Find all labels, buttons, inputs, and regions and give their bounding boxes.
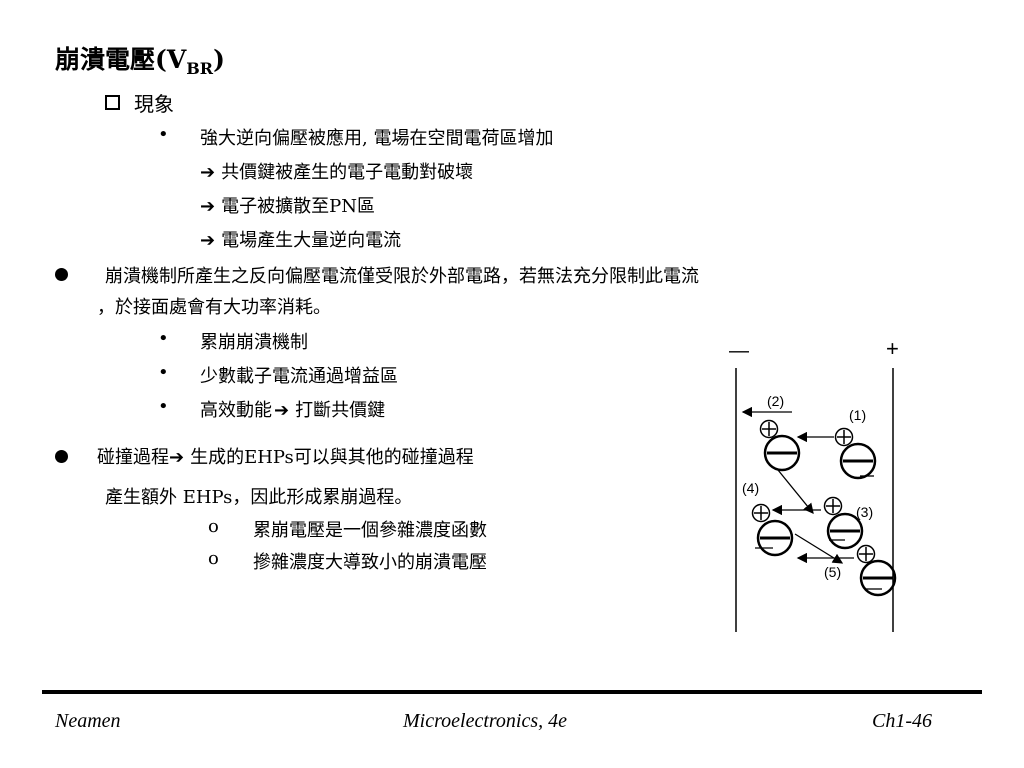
sub-marker-1: o xyxy=(208,516,219,537)
mechanism-1: 累崩崩潰機制 xyxy=(200,332,308,353)
electron-drift-arrow xyxy=(777,469,814,515)
hole-icon xyxy=(751,503,771,523)
point-3-after: 生成的EHPs可以與其他的碰撞過程 xyxy=(190,447,474,468)
section-phenomena: 現象 xyxy=(105,88,174,117)
electron-icon xyxy=(756,519,794,557)
round-bullet-icon xyxy=(55,448,68,467)
square-bullet-icon xyxy=(105,95,120,110)
step-label-4: (4) xyxy=(742,480,759,496)
right-arrow-icon: ➔ xyxy=(169,447,185,468)
phenomenon-4: 電場產生大量逆向電流 xyxy=(221,230,402,251)
mechanism-3-row: 高效動能➔打斷共價鍵 xyxy=(200,396,385,422)
electron-icon xyxy=(839,442,877,480)
title-close-paren: ) xyxy=(213,45,225,74)
footer-book: Microelectronics, 4e xyxy=(403,710,568,732)
footer-divider xyxy=(42,690,982,694)
phenomenon-4-row: ➔電場產生大量逆向電流 xyxy=(200,226,401,252)
point-3-before: 碰撞過程 xyxy=(97,447,169,468)
hole-icon xyxy=(856,544,876,564)
mechanism-bullet-2: • xyxy=(158,362,169,383)
electron-drift-arrow xyxy=(794,533,844,564)
title-text: 崩潰電壓(V xyxy=(55,45,187,74)
mechanism-3: 高效動能 xyxy=(200,400,272,421)
sub-item-1: 累崩電壓是一個參雜濃度函數 xyxy=(253,520,487,541)
sub-item-2: 摻雜濃度大導致小的崩潰電壓 xyxy=(253,552,487,573)
phenomenon-2: 共價鍵被產生的電子電動對破壞 xyxy=(221,162,474,183)
step-label-5: (5) xyxy=(824,564,841,580)
avalanche-diagram: — + (1) (2) (3) (4) (5) xyxy=(729,336,899,632)
point-3-line-2: 產生額外 EHPs，因此形成累崩過程。 xyxy=(105,487,413,508)
mechanism-4: 打斷共價鍵 xyxy=(295,400,386,421)
mechanism-bullet-1: • xyxy=(158,328,169,349)
hole-icon xyxy=(823,496,843,516)
title-subscript: BR xyxy=(186,59,214,78)
point-3-line-1: 碰撞過程➔生成的EHPs可以與其他的碰撞過程 xyxy=(97,443,474,469)
step-label-1: (1) xyxy=(849,407,866,423)
right-arrow-icon: ➔ xyxy=(200,196,216,217)
plus-terminal-label: + xyxy=(886,336,899,361)
section-label: 現象 xyxy=(134,92,174,116)
right-arrow-icon: ➔ xyxy=(200,162,216,183)
mechanism-2: 少數載子電流通過增益區 xyxy=(200,366,398,387)
electron-icon xyxy=(763,434,801,472)
right-arrow-icon: ➔ xyxy=(274,400,290,421)
phenomenon-3-row: ➔電子被擴散至PN區 xyxy=(200,192,375,218)
step-label-2: (2) xyxy=(767,393,784,409)
phenomenon-2-row: ➔共價鍵被產生的電子電動對破壞 xyxy=(200,158,473,184)
footer-author: Neamen xyxy=(55,710,121,732)
electron-icon xyxy=(826,512,864,550)
right-arrow-icon: ➔ xyxy=(200,230,216,251)
phenomenon-3: 電子被擴散至PN區 xyxy=(221,196,375,217)
point-2-line-2: ，於接面處會有大功率消耗。 xyxy=(97,297,331,318)
phenomenon-bullet-1: • xyxy=(158,124,169,145)
step-label-3: (3) xyxy=(856,504,873,520)
mechanism-bullet-3: • xyxy=(158,396,169,417)
round-bullet-icon xyxy=(55,266,68,285)
slide-title: 崩潰電壓(VBR) xyxy=(55,40,225,78)
minus-terminal-label: — xyxy=(729,340,749,362)
hole-icon xyxy=(834,427,854,447)
phenomenon-1: 強大逆向偏壓被應用, 電場在空間電荷區增加 xyxy=(200,128,554,149)
sub-marker-2: o xyxy=(208,548,219,569)
footer-page-number: Ch1-46 xyxy=(872,710,932,732)
point-2-line-1: 崩潰機制所產生之反向偏壓電流僅受限於外部電路，若無法充分限制此電流 xyxy=(105,266,699,287)
electron-icon xyxy=(859,559,897,597)
hole-icon xyxy=(759,419,779,439)
